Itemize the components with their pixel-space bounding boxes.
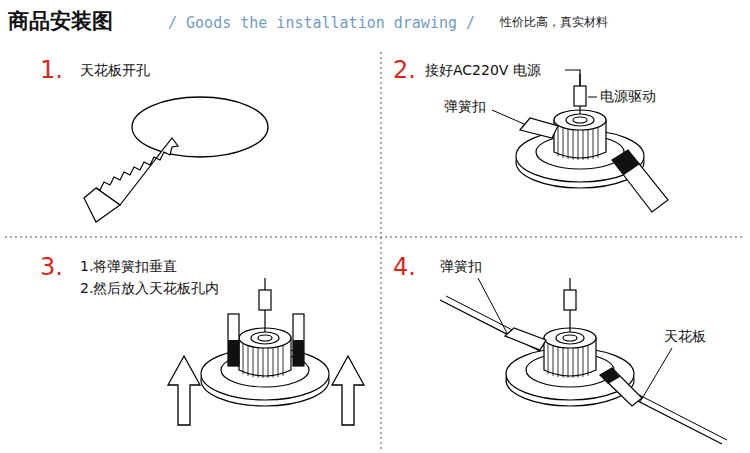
downlight-fixture [505, 278, 642, 406]
step-number: 3. [40, 253, 63, 282]
panel-divider [5, 237, 745, 238]
panel-divider [381, 52, 382, 450]
leader-line [588, 97, 597, 98]
leader-line [640, 348, 672, 402]
ceiling-hole [132, 97, 268, 157]
ceiling-board [446, 296, 727, 440]
step-text: 接好AC220V 电源 [425, 62, 541, 79]
part-label: 天花板 [664, 328, 706, 345]
part-label: 弹簧扣 [444, 98, 486, 115]
subtitle: / Goods the installation drawing / [168, 14, 475, 32]
leader-line [492, 110, 524, 124]
leader-line [478, 278, 507, 333]
downlight-fixture [516, 74, 668, 212]
saw [84, 138, 178, 222]
step-number: 4. [393, 253, 416, 282]
step-text: 1.将弹簧扣垂直 [80, 258, 177, 275]
ac-wire [565, 70, 580, 86]
part-label: 弹簧扣 [440, 258, 482, 275]
page-title: 商品安装图 [8, 8, 113, 33]
step-number: 2. [393, 56, 416, 85]
step-text: 2.然后放入天花板孔内 [80, 280, 219, 297]
up-arrow [332, 356, 364, 425]
downlight-fixture [201, 278, 329, 406]
part-label: 电源驱动 [600, 88, 656, 105]
step-text: 天花板开孔 [80, 62, 150, 79]
up-arrow [168, 356, 200, 425]
ceiling-board [440, 300, 722, 444]
slogan: 性价比高，真实材料 [500, 15, 608, 29]
step-number: 1. [40, 56, 63, 85]
